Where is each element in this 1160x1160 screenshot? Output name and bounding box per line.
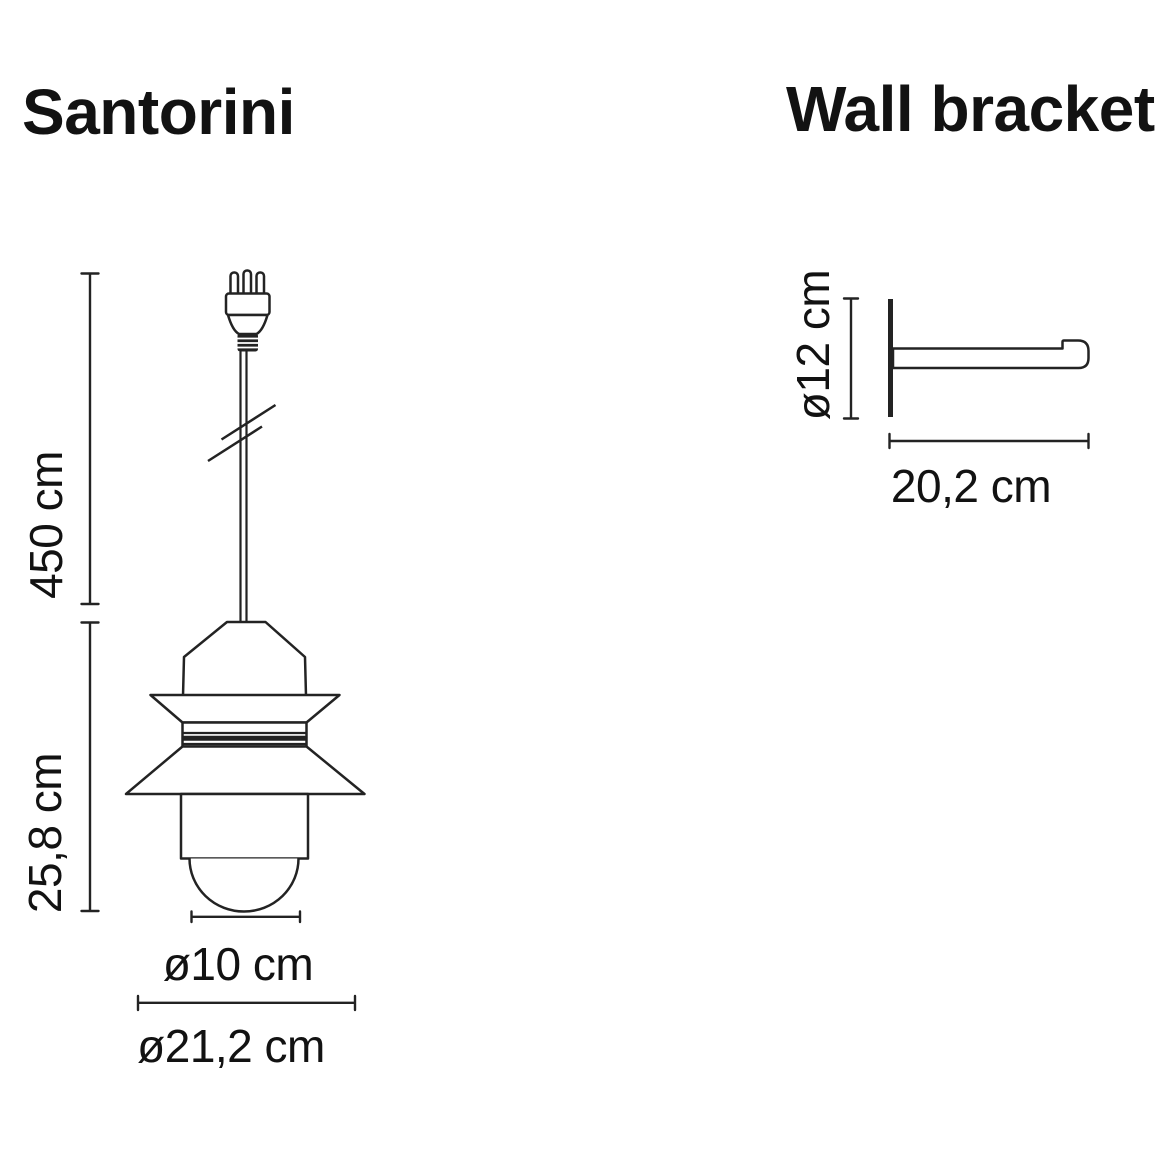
dim-line-bracket-height [842, 297, 860, 420]
dim-line-bracket-depth [888, 432, 1090, 450]
top-cap [181, 620, 308, 698]
wall-bracket-title: Wall bracket [786, 73, 1155, 145]
cable-break-marks [207, 403, 277, 463]
plug-neck [226, 313, 269, 336]
lamp-body [124, 620, 366, 913]
plug-body [224, 292, 271, 317]
power-plug [224, 269, 271, 352]
dim-line-cable-length [80, 272, 100, 606]
diffuser-dome [188, 858, 300, 913]
dim-line-shade-diameter [136, 994, 357, 1012]
dim-label-cable-length: 450 cm [20, 451, 72, 599]
bracket-arm [891, 339, 1090, 370]
dim-line-diffuser-diameter [190, 910, 302, 924]
santorini-drawing [80, 269, 366, 1012]
neck-band [181, 721, 308, 748]
dim-label-bracket-height: ø12 cm [787, 269, 839, 421]
dim-label-fixture-height: 25,8 cm [19, 752, 71, 914]
glass-cylinder [179, 792, 310, 860]
suspension-cable [239, 351, 248, 621]
dim-label-diffuser-diameter: ø10 cm [162, 938, 314, 990]
lower-shade [124, 745, 366, 796]
wall-bracket-drawing [842, 297, 1090, 450]
plug-strain-relief [236, 333, 260, 352]
dim-label-shade-diameter: ø21,2 cm [137, 1020, 325, 1072]
dim-label-bracket-depth: 20,2 cm [890, 460, 1052, 512]
upper-shade [149, 693, 341, 724]
dim-line-fixture-height [80, 621, 100, 913]
santorini-title: Santorini [22, 76, 295, 148]
